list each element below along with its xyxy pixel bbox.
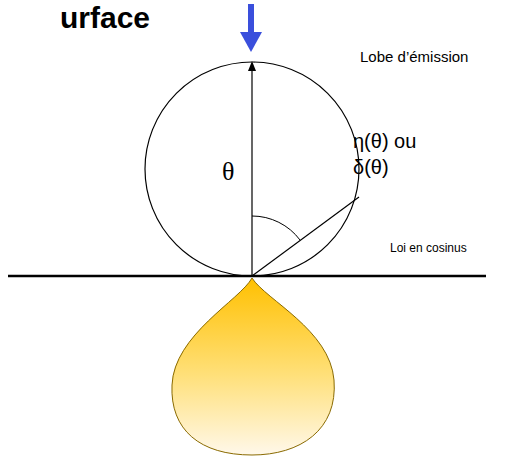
yield-label: η(θ) ou δ(θ): [353, 128, 435, 180]
normal-line: [251, 70, 252, 276]
cosine-law-label: Loi en cosinus: [390, 241, 467, 255]
interaction-volume: [172, 278, 334, 455]
emission-direction: [252, 197, 359, 276]
lobe-label: Lobe d’émission: [360, 48, 468, 66]
incident-arrowhead: [240, 32, 262, 52]
emission-lobe: [145, 62, 359, 276]
normal-arrowhead: [248, 61, 256, 71]
angle-symbol: θ: [222, 156, 234, 187]
angle-arc: [252, 216, 300, 240]
surface-line: [8, 275, 486, 278]
incident-beam: [248, 4, 254, 34]
page-title: urface: [60, 0, 150, 36]
